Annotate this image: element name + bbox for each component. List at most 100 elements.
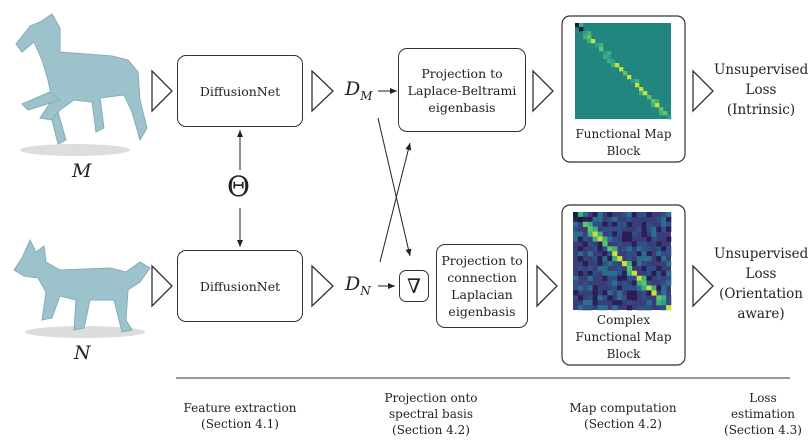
heatmap-cell	[612, 275, 618, 281]
heatmap-cell	[612, 221, 618, 227]
heatmap-cell	[607, 251, 613, 257]
heatmap-cell	[622, 231, 628, 237]
loss-top-1: Unsupervised	[714, 62, 809, 78]
heatmap-cell	[636, 285, 642, 291]
shape-n-label: N	[74, 342, 91, 364]
heatmap-cell	[651, 99, 656, 104]
heatmap-cell	[651, 226, 657, 232]
heatmap-cell	[636, 212, 642, 218]
heatmap-cell	[602, 226, 608, 232]
descriptor-dn-base: D	[345, 273, 361, 295]
heatmap-cell	[626, 295, 633, 301]
heatmap-cell	[602, 251, 608, 257]
heatmap-cell	[602, 305, 608, 311]
heatmap-cell	[636, 226, 642, 232]
heatmap-cell	[651, 265, 657, 272]
heatmap-cell	[612, 280, 618, 286]
heatmap-cell	[577, 212, 584, 218]
heatmap-cell	[587, 35, 592, 40]
heatmap-cell	[666, 246, 672, 252]
heatmap-cell	[622, 236, 628, 242]
heatmap-cell	[646, 212, 652, 218]
heatmap-cell	[641, 275, 647, 281]
heatmap-cell	[622, 246, 628, 252]
horse-mesh-icon	[15, 13, 148, 156]
heatmap-cell	[602, 221, 608, 227]
heatmap-cell	[617, 275, 623, 281]
heatmap-cell	[602, 275, 608, 281]
heatmap-cell	[641, 290, 647, 296]
heatmap-cell	[582, 216, 588, 223]
heatmap-cell	[622, 270, 628, 276]
heatmap-cell	[587, 305, 593, 311]
heatmap-cell	[641, 305, 647, 311]
heatmap-cell	[603, 55, 608, 60]
heatmap-cell	[641, 261, 647, 267]
heatmap-cell	[661, 285, 667, 291]
heatmap-cell	[646, 226, 652, 232]
descriptor-dm: DM	[345, 78, 373, 103]
heatmap-cell	[592, 270, 598, 276]
heatmap-cell	[622, 275, 628, 281]
heatmap-cell	[597, 305, 603, 311]
heatmap-cell	[607, 256, 613, 262]
heatmap-cell	[626, 246, 633, 252]
heatmap-cell	[656, 285, 662, 291]
heatmap-cell	[577, 236, 584, 242]
footer-projection: Projection onto spectral basis (Section …	[366, 390, 496, 438]
heatmap-cell	[666, 261, 672, 267]
fmap-top-caption-1: Functional Map	[575, 127, 672, 141]
heatmap-cell	[617, 285, 623, 291]
heatmap-cell	[631, 212, 637, 218]
heatmap-cell	[631, 241, 637, 247]
heatmap-cell	[577, 251, 584, 257]
heatmap-cell	[656, 275, 662, 281]
heatmap-cell	[646, 251, 652, 257]
projection-cl-box: Projection to connection Laplacian eigen…	[436, 244, 528, 328]
flow-arrows	[151, 69, 714, 308]
heatmap-cell	[661, 270, 667, 276]
heatmap-cell	[617, 295, 623, 301]
heatmap-cell	[587, 216, 593, 223]
heatmap-cell	[661, 305, 667, 311]
heatmap-cell	[577, 285, 584, 291]
projection-lb-box: Projection to Laplace-Beltrami eigenbasi…	[398, 48, 526, 132]
heatmap-cell	[641, 231, 647, 237]
heatmap-cell	[612, 256, 618, 262]
heatmap-cell	[656, 256, 662, 262]
heatmap-cell	[626, 285, 633, 291]
heatmap-cell	[597, 212, 603, 218]
loss-bottom-1: Unsupervised	[714, 246, 809, 262]
heatmap-cell	[597, 236, 603, 242]
heatmap-cell	[599, 43, 604, 48]
heatmap-cell	[597, 295, 603, 301]
heatmap-cell	[592, 231, 598, 237]
heatmap-cell	[617, 221, 623, 227]
heatmap-cell	[587, 39, 592, 44]
heatmap-cell	[582, 280, 588, 286]
heatmap-cell	[587, 226, 593, 232]
heatmap-cell	[636, 256, 642, 262]
heatmap-cell	[617, 265, 623, 272]
diffusionnet-top-label: DiffusionNet	[199, 83, 281, 99]
heatmap-cell	[602, 265, 608, 272]
heatmap-cell	[656, 241, 662, 247]
footer-3-line3: (Section 4.3)	[724, 423, 802, 437]
heatmap-cell	[603, 51, 608, 56]
heatmap-cell	[577, 305, 584, 311]
heatmap-cell	[622, 221, 628, 227]
heatmap-cell	[651, 236, 657, 242]
heatmap-cell	[612, 236, 618, 242]
heatmap-cell	[597, 246, 603, 252]
heatmap-cell	[663, 111, 668, 116]
heatmap-cell	[587, 231, 593, 237]
heatmap-cell	[647, 95, 652, 100]
heatmap-cell	[582, 300, 588, 306]
projection-lb-line-3: eigenbasis	[428, 99, 496, 115]
heatmap-cell	[587, 295, 593, 301]
heatmap-cell	[641, 256, 647, 262]
heatmap-cell	[597, 216, 603, 223]
heatmap-cell	[617, 290, 623, 296]
heatmap-cell	[631, 275, 637, 281]
theta-parameters: Θ	[227, 170, 250, 203]
